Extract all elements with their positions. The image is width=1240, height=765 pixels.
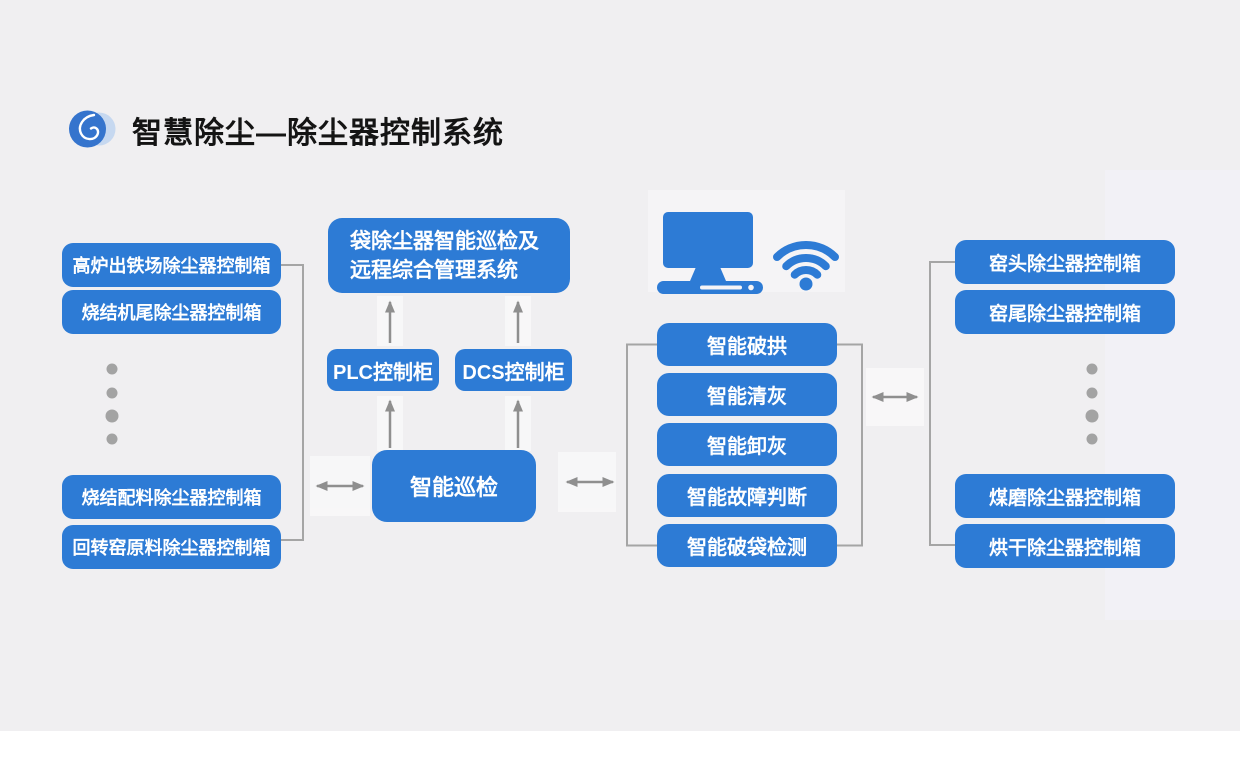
node-kiln-tail-control-box: 窑尾除尘器控制箱: [955, 290, 1175, 334]
node-sinter-tail-control-box: 烧结机尾除尘器控制箱: [62, 290, 281, 334]
node-smart-ash-unloading: 智能卸灰: [657, 423, 837, 466]
node-smart-bag-break-detection: 智能破袋检测: [657, 524, 837, 567]
node-management-system: 袋除尘器智能巡检及 远程综合管理系统: [328, 218, 570, 293]
node-smart-fault-diagnosis: 智能故障判断: [657, 474, 837, 517]
node-sinter-batching-control-box: 烧结配料除尘器控制箱: [62, 475, 281, 519]
bottom-white-strip: [0, 731, 1240, 765]
left-column-bracket: [281, 264, 304, 541]
node-kiln-head-control-box: 窑头除尘器控制箱: [955, 240, 1175, 284]
page-title: 智慧除尘—除尘器控制系统: [132, 117, 504, 150]
management-line1: 袋除尘器智能巡检及: [350, 229, 539, 253]
node-blast-furnace-control-box: 高炉出铁场除尘器控制箱: [62, 243, 281, 287]
node-smart-ash-cleaning: 智能清灰: [657, 373, 837, 416]
functions-right-bracket: [837, 343, 863, 547]
functions-left-bracket: [626, 343, 657, 547]
node-smart-arch-breaking: 智能破拱: [657, 323, 837, 366]
right-column-bracket: [929, 261, 955, 546]
brand-logo-icon: [69, 110, 116, 148]
node-dcs-cabinet: DCS控制柜: [455, 349, 572, 391]
right-ellipsis-dots-icon: [1085, 363, 1099, 445]
node-smart-inspection: 智能巡检: [372, 450, 536, 522]
computer-panel-background: [648, 190, 845, 292]
node-coal-mill-control-box: 煤磨除尘器控制箱: [955, 474, 1175, 518]
management-line2: 远程综合管理系统: [350, 258, 518, 282]
left-ellipsis-dots-icon: [105, 363, 119, 445]
node-drying-control-box: 烘干除尘器控制箱: [955, 524, 1175, 568]
node-rotary-kiln-material-control-box: 回转窑原料除尘器控制箱: [62, 525, 281, 569]
node-plc-cabinet: PLC控制柜: [327, 349, 439, 391]
